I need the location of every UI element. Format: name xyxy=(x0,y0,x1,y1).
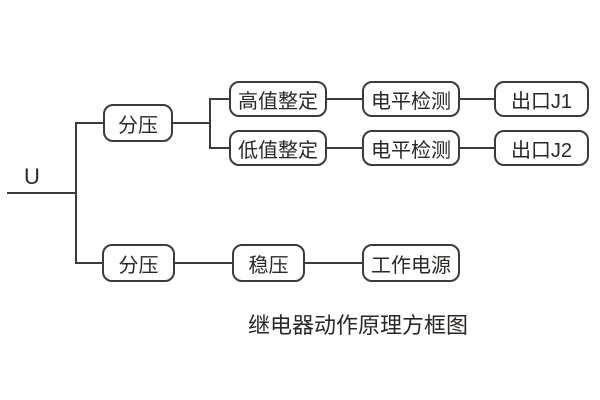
edge-split-to-low-set xyxy=(209,147,229,149)
block-level-detection-2: 电平检测 xyxy=(362,130,460,166)
edge-input-line xyxy=(7,192,76,194)
block-output-j1: 出口J1 xyxy=(494,81,589,117)
block-voltage-divider-bottom: 分压 xyxy=(102,244,175,282)
block-level-detection-1: 电平检测 xyxy=(362,81,460,117)
edge-high-set-to-detect xyxy=(327,98,362,100)
input-voltage-label: U xyxy=(24,164,40,189)
edge-divider-to-regulator xyxy=(175,262,232,264)
diagram-caption: 继电器动作原理方框图 xyxy=(248,313,469,338)
edge-detect-to-output-j2 xyxy=(460,147,494,149)
block-voltage-regulator: 稳压 xyxy=(232,244,305,282)
edge-split-to-high-set xyxy=(209,98,229,100)
edge-branch-to-divider-bottom xyxy=(75,262,102,264)
edge-split-vertical xyxy=(209,98,211,149)
block-voltage-divider-top: 分压 xyxy=(103,104,173,142)
block-output-j2: 出口J2 xyxy=(494,130,589,166)
block-high-value-setting: 高值整定 xyxy=(229,81,327,117)
edge-regulator-to-power xyxy=(305,262,362,264)
edge-divider-to-split xyxy=(173,122,210,124)
block-low-value-setting: 低值整定 xyxy=(229,130,327,166)
edge-low-set-to-detect xyxy=(327,147,362,149)
block-working-power: 工作电源 xyxy=(362,244,460,282)
edge-detect-to-output-j1 xyxy=(460,98,494,100)
edge-branch-to-divider-top xyxy=(75,122,103,124)
edge-trunk-vertical xyxy=(75,122,77,264)
